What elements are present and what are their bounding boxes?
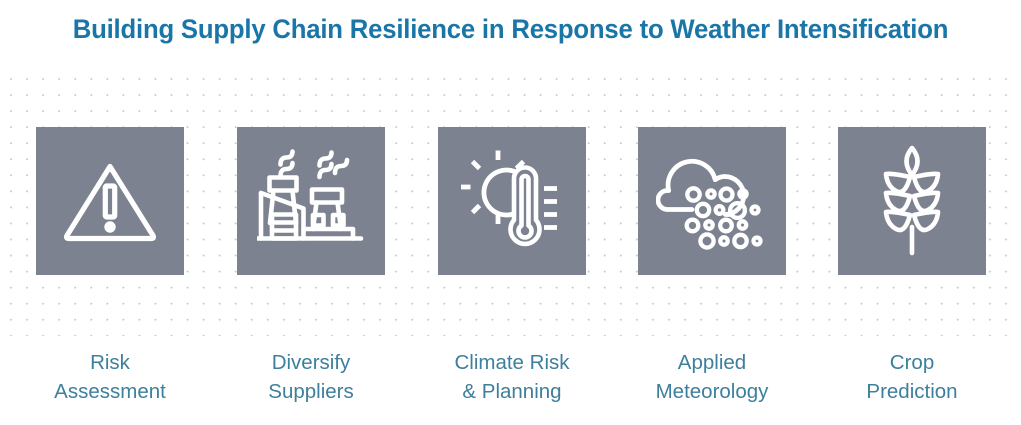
icon-tile-applied-meteorology[interactable] [638, 127, 786, 275]
icon-tile-risk-assessment[interactable] [36, 127, 184, 275]
page-title: Building Supply Chain Resilience in Resp… [72, 14, 949, 44]
warning-dot-icon [104, 221, 116, 233]
factory-icon [257, 149, 364, 241]
caption-climate-risk-planning: Climate Risk & Planning [454, 351, 570, 403]
icon-tile-climate-risk-planning[interactable] [438, 127, 586, 275]
wheat-stalk-icon [883, 145, 941, 256]
caption-row: Risk Assessment Diversify Suppliers Clim… [36, 348, 986, 420]
icon-tile-crop-prediction[interactable] [838, 127, 986, 275]
caption-crop-prediction: Crop Prediction [866, 351, 958, 403]
cloud-hail-icon [656, 158, 763, 250]
warning-triangle-icon [63, 163, 157, 242]
caption-diversify-suppliers: Diversify Suppliers [268, 351, 354, 403]
icon-tile-row [36, 127, 986, 275]
caption-risk-assessment: Risk Assessment [54, 351, 166, 403]
sun-thermometer-icon [461, 150, 557, 247]
caption-applied-meteorology: Applied Meteorology [655, 351, 769, 403]
hail-circles-group [684, 186, 763, 250]
icon-tile-diversify-suppliers[interactable] [237, 127, 385, 275]
